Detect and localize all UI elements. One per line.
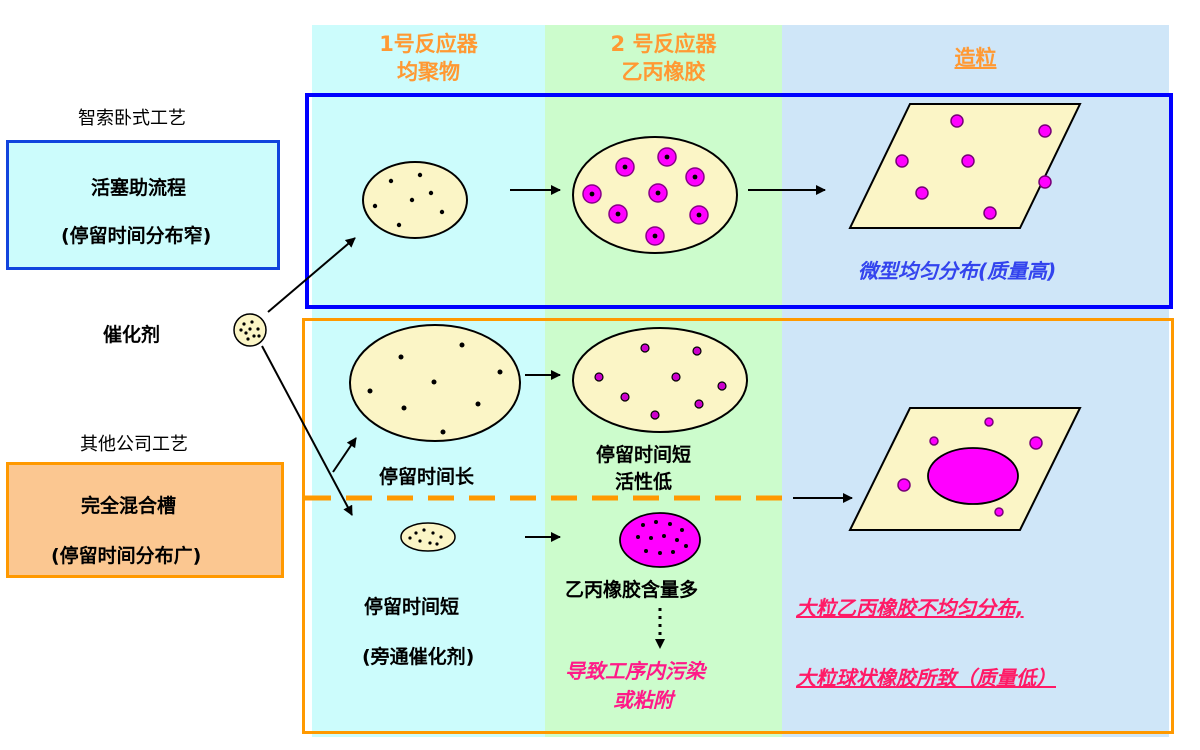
- short-residence-label-2: 停留时间短: [596, 444, 692, 466]
- long-residence-label: 停留时间长: [379, 466, 475, 488]
- cstr-box: 完全混合槽 (停留时间分布广): [6, 462, 284, 578]
- plug-flow-label: 活塞助流程: [91, 177, 187, 199]
- contamination-line2: 或粘附: [613, 688, 673, 712]
- contamination-line1: 导致工序内污染: [565, 659, 705, 683]
- other-process-title: 其他公司工艺: [80, 434, 188, 455]
- reactor2-header-line2: 乙丙橡胶: [621, 60, 706, 84]
- catalyst-label: 催化剂: [103, 324, 161, 346]
- branch-to-long-arrow: [332, 437, 357, 473]
- wide-distribution-label: (停留时间分布广): [51, 545, 202, 567]
- reactor2-header: 2 号反应器 乙丙橡胶: [545, 30, 782, 86]
- catalyst-to-top-arrow: [267, 237, 356, 313]
- chisso-process-title: 智索卧式工艺: [78, 108, 186, 129]
- reactor1-header: 1号反应器 均聚物: [312, 30, 545, 86]
- reactor1-header-line1: 1号反应器: [379, 32, 478, 56]
- narrow-distribution-label: (停留时间分布窄): [61, 225, 212, 247]
- other-process-panel: [302, 318, 1174, 734]
- top-reactor1-particle: [362, 161, 468, 239]
- cstr-label: 完全混合槽: [81, 495, 177, 517]
- bottom-short-residence-particle: [400, 522, 456, 552]
- plug-flow-box: 活塞助流程 (停留时间分布窄): [6, 140, 280, 270]
- reactor2-header-line1: 2 号反应器: [610, 32, 717, 56]
- chisso-process-panel: [305, 93, 1173, 309]
- bottom-pellet-nonuniform: [848, 407, 1082, 531]
- low-quality-note: 大粒球状橡胶所致（质量低）: [796, 666, 1056, 690]
- uneven-distribution-note: 大粒乙丙橡胶不均匀分布,: [796, 596, 1024, 620]
- catalyst-particle-icon: [233, 313, 267, 347]
- bottom-long-residence-particle: [349, 324, 521, 442]
- high-rubber-label: 乙丙橡胶含量多: [565, 579, 699, 601]
- top-result-note: 微型均匀分布(质量高): [858, 259, 1057, 283]
- reactor1-header-line2: 均聚物: [397, 60, 460, 84]
- top-reactor2-particle: [572, 136, 738, 254]
- granulation-header: 造粒: [954, 46, 997, 70]
- bottom-high-rubber-particle: [619, 512, 701, 568]
- low-activity-label: 活性低: [615, 471, 673, 493]
- top-pellet-uniform: [848, 103, 1082, 229]
- bypass-catalyst-label: (旁通催化剂): [362, 646, 475, 668]
- bottom-low-activity-particle: [572, 327, 748, 433]
- catalyst-to-bottom-arrow: [261, 345, 353, 516]
- short-residence-label: 停留时间短: [364, 596, 460, 618]
